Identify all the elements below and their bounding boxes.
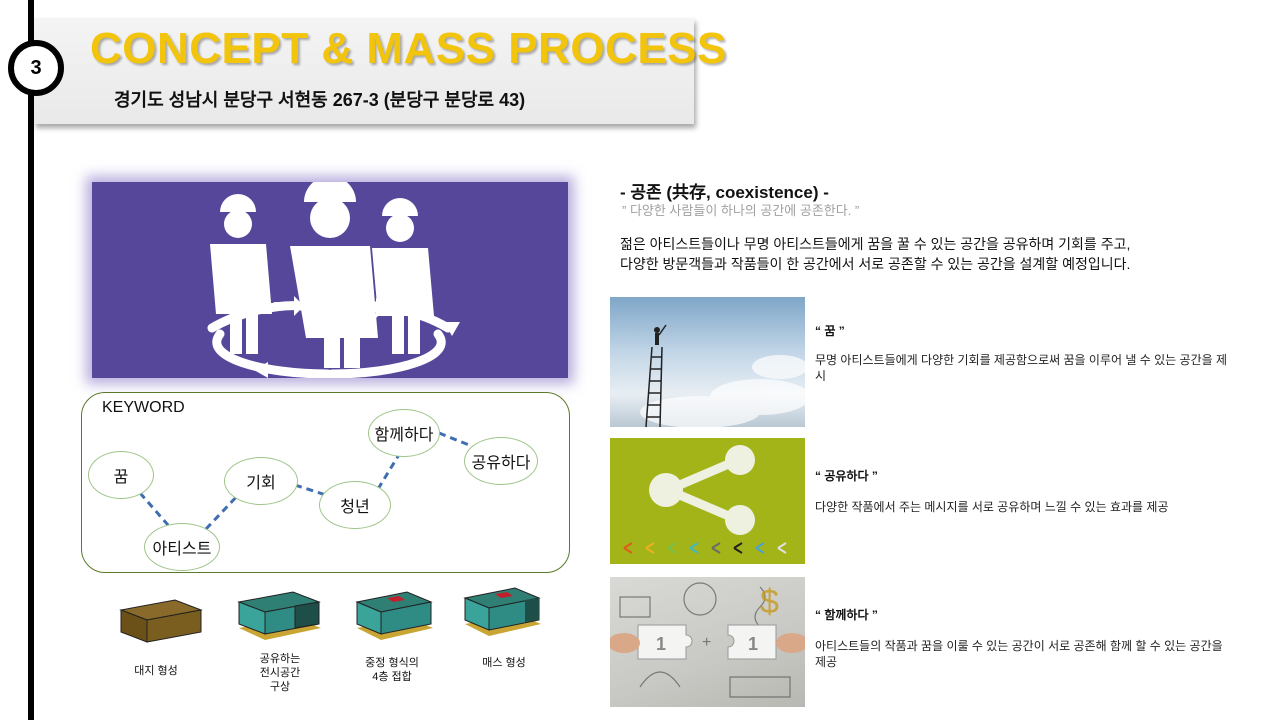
ladder-icon: [640, 324, 805, 427]
concept-body-line1: 젊은 아티스트들이나 무명 아티스트들에게 꿈을 꿀 수 있는 공간을 공유하며…: [620, 236, 1131, 252]
keyword-connectors: [138, 431, 475, 531]
mass-step-2-label-line1: 공유하는: [259, 653, 301, 665]
section-number-badge: 3: [8, 40, 64, 96]
keyword-title: KEYWORD: [102, 399, 185, 416]
keyword-bubble-together: 함께하다: [368, 409, 440, 457]
site-address: 경기도 성남시 분당구 서현동 267-3 (분당구 분당로 43): [114, 90, 526, 110]
coexistence-people-illustration: [92, 176, 568, 379]
people-icon: [207, 176, 460, 379]
point-dream-desc: 무명 아티스트들에게 다양한 기회를 제공함으로써 꿈을 이루어 낼 수 있는 …: [815, 353, 1228, 383]
svg-text:1: 1: [748, 634, 758, 654]
concept-body: 젊은 아티스트들이나 무명 아티스트들에게 꿈을 꿀 수 있는 공간을 공유하며…: [620, 234, 1130, 274]
point-together-desc: 아티스트들의 작품과 꿈을 이룰 수 있는 공간이 서로 공존해 함께 할 수 …: [815, 639, 1223, 669]
concept-heading: - 공존 (共存, coexistence) -: [620, 183, 829, 202]
page-title: CONCEPT & MASS PROCESS: [90, 24, 727, 73]
point-share-title: “ 공유하다 ”: [815, 469, 878, 483]
concept-quote: ” 다양한 사람들이 하나의 공간에 공존한다. ”: [622, 203, 860, 218]
keyword-bubble-share: 공유하다: [464, 437, 538, 485]
concept-body-line2: 다양한 방문객들과 작품들이 한 공간에서 서로 공존할 수 있는 공간을 설계…: [620, 256, 1131, 272]
point-dream-title: “ 꿈 ”: [815, 324, 845, 338]
mass-step-2-label: 공유하는 전시공간 구상: [235, 652, 325, 694]
mass-step-3-block: [355, 591, 433, 640]
mass-step-2-label-line3: 구상: [269, 681, 291, 693]
svg-text:+: +: [702, 634, 711, 651]
keyword-bubble-dream: 꿈: [88, 451, 154, 499]
mass-step-4-label: 매스 형성: [482, 657, 526, 669]
mass-step-2-label-line2: 전시공간: [259, 667, 301, 679]
mass-step-3-label-line1: 중정 형식의: [365, 657, 419, 669]
point-together-title: “ 함께하다 ”: [815, 608, 878, 622]
keyword-bubble-opportunity: 기회: [224, 457, 298, 505]
share-icon-photo: [610, 438, 805, 564]
keyword-bubble-artist: 아티스트: [144, 523, 220, 571]
keyword-diagram: KEYWORD 꿈 아티스트 기회 청년 함께하다 공유하다: [81, 392, 570, 573]
svg-text:$: $: [760, 583, 779, 621]
puzzle-icon: $ 1 1 +: [610, 582, 805, 698]
together-puzzle-photo: $ 1 1 +: [610, 577, 805, 707]
section-vertical-line: [28, 0, 34, 720]
mass-step-1-block: [119, 599, 203, 643]
share-icon: [623, 445, 787, 554]
svg-text:1: 1: [656, 634, 666, 654]
point-share-desc: 다양한 작품에서 주는 메시지를 서로 공유하며 느낄 수 있는 효과를 제공: [815, 500, 1169, 514]
mass-step-1-label: 대지 형성: [134, 665, 178, 677]
keyword-bubble-youth: 청년: [319, 481, 391, 529]
mass-step-2-block: [237, 591, 321, 640]
title-banner: CONCEPT & MASS PROCESS 경기도 성남시 분당구 서현동 2…: [34, 18, 726, 124]
dream-ladder-photo: [610, 297, 805, 427]
mass-step-3-label: 중정 형식의 4층 접합: [347, 656, 437, 684]
mass-step-3-label-line2: 4층 접합: [372, 671, 412, 683]
mass-step-4-block: [463, 587, 541, 636]
